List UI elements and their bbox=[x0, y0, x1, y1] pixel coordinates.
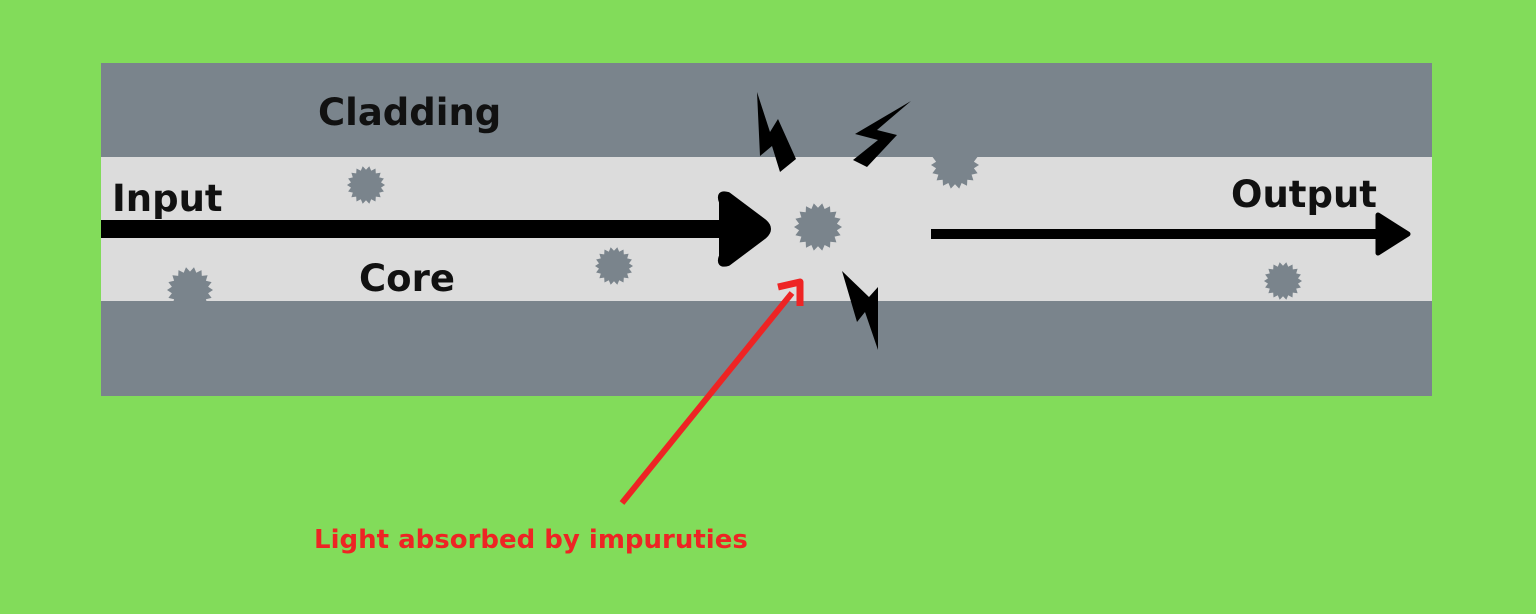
impurity-starburst-icon bbox=[931, 157, 979, 189]
cladding-label: Cladding bbox=[318, 91, 501, 134]
impurity-starburst-icon bbox=[595, 247, 633, 285]
lightning-bolt-icon bbox=[842, 271, 878, 350]
lightning-bolt-icon bbox=[853, 101, 911, 167]
annotation-arrow bbox=[619, 278, 804, 505]
input-label: Input bbox=[112, 177, 223, 220]
impurity-starburst-icon bbox=[794, 203, 842, 251]
impurity-starburst-icon bbox=[1264, 262, 1302, 300]
output-light-arrow bbox=[931, 212, 1411, 256]
impurity-starburst-icon bbox=[167, 267, 213, 301]
input-light-arrow bbox=[101, 191, 771, 267]
impurities bbox=[167, 157, 1302, 301]
impurity-starburst-icon bbox=[347, 166, 385, 204]
annotation-label: Light absorbed by impuruties bbox=[314, 525, 748, 555]
core-label: Core bbox=[359, 257, 455, 300]
output-label: Output bbox=[1231, 173, 1377, 216]
lightning-bolt-icon bbox=[757, 92, 796, 172]
